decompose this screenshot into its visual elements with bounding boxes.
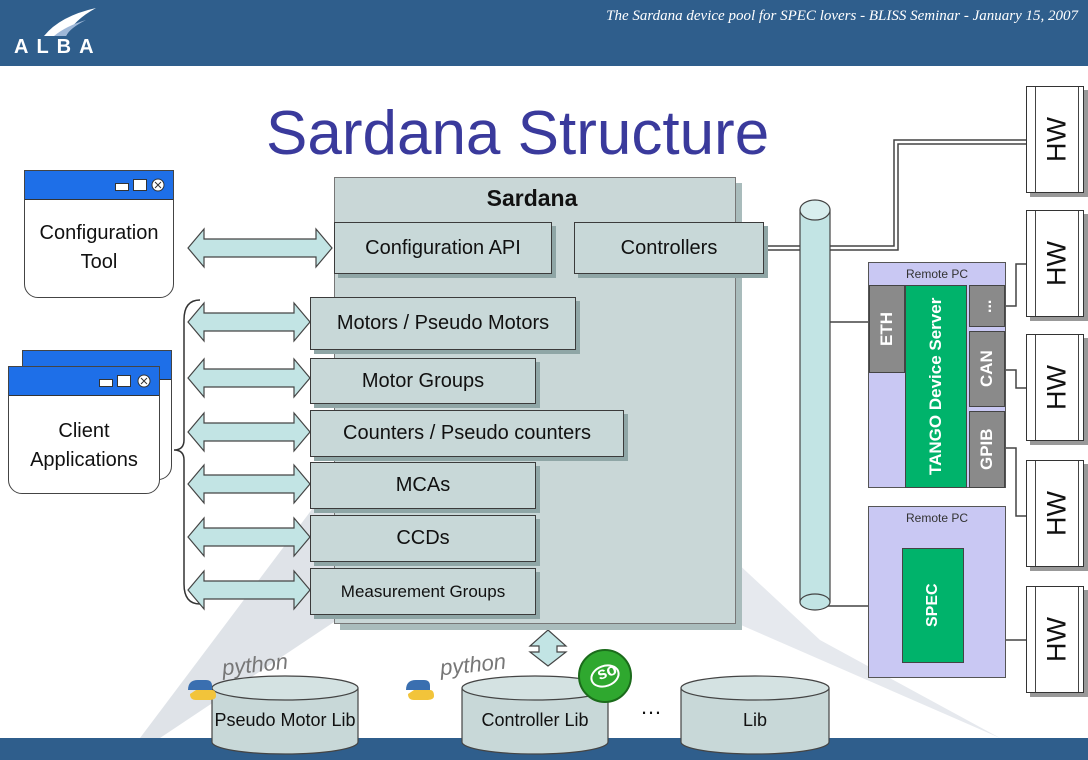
mcas-box[interactable]: MCAs <box>310 462 536 509</box>
so-badge-icon <box>578 649 632 703</box>
sardana-label: Sardana <box>486 185 578 211</box>
remote-pc-2-label: Remote PC <box>905 511 969 525</box>
window-title-bar <box>25 171 173 200</box>
hardware-1: HW <box>1026 86 1084 193</box>
ccds-box[interactable]: CCDs <box>310 515 536 562</box>
alba-logo-icon <box>44 8 96 36</box>
python-logo-icon <box>188 680 216 700</box>
hardware-3: HW <box>1026 334 1084 441</box>
python-logo-icon <box>406 680 434 700</box>
header-bar <box>0 0 1088 66</box>
hardware-2: HW <box>1026 210 1084 317</box>
controllers-box[interactable]: Controllers <box>574 222 764 274</box>
client-applications-label: Client Applications <box>30 420 138 471</box>
pseudo-motor-lib-label: Pseudo Motor Lib <box>214 710 356 730</box>
header-caption: The Sardana device pool for SPEC lovers … <box>606 8 1078 24</box>
hardware-4: HW <box>1026 460 1084 567</box>
arrow-controller-lib-icon <box>528 629 568 667</box>
page-title: Sardana Structure <box>266 99 770 168</box>
libraries-ellipsis: … <box>640 694 662 719</box>
lib-label: Lib <box>742 710 768 730</box>
maximize-icon <box>117 375 131 387</box>
motors-pseudo-motors-box[interactable]: Motors / Pseudo Motors <box>310 297 576 350</box>
remote-pc-1-label: Remote PC <box>905 267 969 281</box>
measurement-groups-box[interactable]: Measurement Groups <box>310 568 536 615</box>
alba-logo-text: ALBA <box>14 36 102 58</box>
arrow-config-icon <box>187 227 333 269</box>
configuration-tool-label: Configuration Tool <box>39 222 159 273</box>
close-icon <box>137 374 151 388</box>
configuration-tool-window[interactable]: Configuration Tool <box>24 170 174 298</box>
minimize-icon <box>115 183 129 191</box>
window-title-bar <box>9 367 159 396</box>
close-icon <box>151 178 165 192</box>
controller-lib-label: Controller Lib <box>481 710 589 730</box>
bus-cylinder <box>799 199 831 611</box>
motor-groups-box[interactable]: Motor Groups <box>310 358 536 404</box>
minimize-icon <box>99 379 113 387</box>
counters-pseudo-counters-box[interactable]: Counters / Pseudo counters <box>310 410 624 457</box>
configuration-api-box[interactable]: Configuration API <box>334 222 552 274</box>
hardware-5: HW <box>1026 586 1084 693</box>
client-applications-window[interactable]: Client Applications <box>8 366 160 494</box>
maximize-icon <box>133 179 147 191</box>
